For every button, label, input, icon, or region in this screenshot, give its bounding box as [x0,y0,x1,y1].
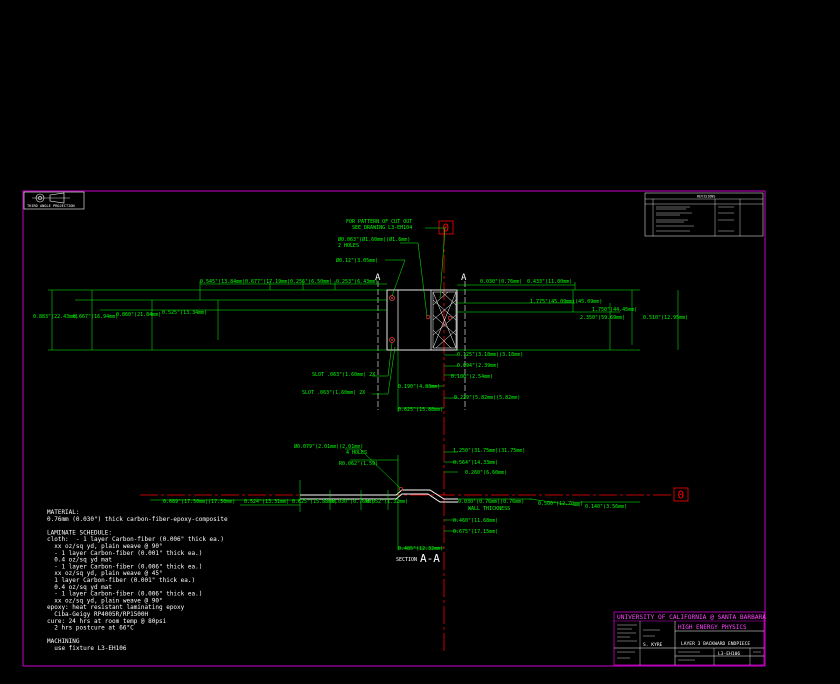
section-holes-note-line2: 4 HOLES [346,450,367,456]
note-line: epoxy: heat resistant laminating epoxy [47,604,185,611]
top-view-dimension-lines [48,227,679,412]
note-line: cure: 24 hrs at room temp @ 80psi [47,618,167,625]
left-dim-v-2: 0.667"(16.94mm) [73,314,118,320]
svg-text:0: 0 [443,222,450,235]
left-dim-h-2: 0.677"(17.19mm) [245,279,290,285]
section-cut-line: A A [375,273,467,410]
section-view-dimension-lines [150,448,640,550]
lower-dim-5: 0.229"(5.82mm)(5.82mm) [454,395,520,401]
section-right-dim-2: 0.564"(14.33mm) [453,460,498,466]
lower-dim-4: 0.190"(4.83mm) [398,384,440,390]
svg-text:0: 0 [678,489,685,502]
note-line: MACHINING [47,638,80,645]
cutout-pattern [432,291,457,349]
hole-marker-lower [389,337,395,343]
note-line: - 1 layer Carbon-fiber (0.006" thick ea.… [47,563,202,570]
section-view-part [300,487,458,503]
group-name: HIGH ENERGY PHYSICS [678,624,747,631]
university-name: UNIVERSITY OF CALIFORNIA @ SANTA BARBARA [617,614,766,621]
top-view-part [386,289,458,351]
section-name: A-A [420,552,440,565]
bottom-dim: 0.485"(12.32mm) [398,546,443,552]
note-line: use fixture L3-EH106 [47,645,127,652]
wall-note-line2: WALL THICKNESS [468,506,510,512]
projection-label: THIRD ANGLE PROJECTION [27,204,75,208]
section-right-dim-3: 0.260"(6.60mm) [465,470,507,476]
note-line: xx oz/sq yd, plain weave @ 45° [47,570,163,577]
far-right-dim-1: 0.500"(12.70mm) [538,501,583,507]
drawing-number: L3-EH106 [718,651,740,657]
right-dim-v-4: 0.510"(12.95mm) [643,315,688,321]
note-line: xx oz/sq yd, plain weave @ 90° [47,597,163,604]
note-line: xx oz/sq yd, plain weave @ 90° [47,543,163,550]
revision-title: REVISIONS [697,195,715,199]
section-left-dim-2: 0.524"(13.31mm) [244,499,289,505]
part-name: LAYER 3 BACKWARD ENDPIECE [681,641,750,647]
note-line: LAMINATE SCHEDULE: [47,529,112,536]
below-dim-2: 0.675"(17.15mm) [453,529,498,535]
note-line: 2 hrs postcure at 66°C [47,625,134,632]
section-letter-right: A [461,273,467,283]
section-left-dim-1: 0.689"(17.50mm)(17.50mm) [163,499,235,505]
right-dim-v-2: 1.750"(44.45mm) [592,307,637,313]
note-line: cloth: - 1 layer Carbon-fiber (0.006" th… [47,536,224,543]
slot-note-1: SLOT .063"(1.60mm) 2X [312,372,375,378]
right-dim-v-1: 1.775"(45.09mm)(45.09mm) [530,299,602,305]
note-line: Ciba-Geigy RP4005R/RP1500H [47,611,149,618]
projection-symbol: THIRD ANGLE PROJECTION [23,191,85,210]
projection-cone-icon [49,192,65,204]
section-left-dim-3: 0.625"(15.88mm) [292,499,337,505]
note-line: - 1 layer Carbon-fiber (0.006" thick ea.… [47,591,202,598]
section-holes-note-line1: Ø0.079"(2.01mm)(2.01mm) [294,443,363,450]
holes-note-line2: 2 HOLES [338,243,359,249]
note-line: 0.76mm (0.030") thick carbon-fiber-epoxy… [47,516,228,523]
top-view-annotations: FOR PATTERN OF CUT OUT SEE DRAWING L3-EH… [33,219,688,413]
section-left-dim-4: 0.030"(0.76mm) [332,499,374,505]
below-dim-1: 0.460"(11.68mm) [453,518,498,524]
lower-dim-2: 0.094"(2.39mm) [457,363,499,369]
left-dim-h-4: 0.253"(6.43mm) [336,279,378,285]
note-line: MATERIAL: [47,509,80,516]
title-block: UNIVERSITY OF CALIFORNIA @ SANTA BARBARA… [613,611,766,666]
section-label: SECTION [396,557,417,563]
lower-dim-6: 0.625"(15.88mm) [398,407,443,413]
revision-table: REVISIONS [644,192,764,237]
left-dim-h-3: 0.256"(6.50mm) [290,279,332,285]
far-right-dim-2: 0.140"(3.56mm) [585,504,627,510]
slot-note-2: SLOT .063"(1.60mm) 2X [302,390,365,396]
note-line: 0.4 oz/sq yd mat [47,584,112,591]
pattern-note-line2: SEE DRAWING L3-EH104 [352,225,412,231]
holes-note-line1: Ø0.063"(Ø1.60mm)(Ø1.6mm) [338,236,410,243]
right-dim-v-3: 2.350"(59.69mm) [580,315,625,321]
note-line: 1 layer Carbon-fiber (0.001" thick ea.) [47,577,195,584]
right-dim-h-1: 0.030"(0.76mm) [480,279,522,285]
small-hole-note: Ø0.12"(3.05mm) [336,257,378,264]
left-dim-h-1: 0.545"(13.84mm) [200,279,245,285]
wall-note-line1: 0.030"(0.76mm)(0.76mm) [458,499,524,505]
radius-note: R0.062"(1.59) [339,461,378,467]
section-right-dim-1: 1.250"(31.75mm)(31.75mm) [453,448,525,454]
left-dim-v-1: 0.883"(22.43mm) [33,314,78,320]
pattern-note-line1: FOR PATTERN OF CUT OUT [346,219,412,225]
right-dim-h-2: 0.433"(11.00mm) [527,279,572,285]
lower-dim-3: 0.100"(2.54mm) [451,374,493,380]
material-notes: MATERIAL:0.76mm (0.030") thick carbon-fi… [47,509,228,652]
lower-dim-1: 0.125"(3.18mm)(3.18mm) [457,352,523,358]
drawn-by: S. KYRE [643,642,663,648]
section-left-dim-5: 0.052"(1.32mm) [366,499,408,505]
left-dim-v-3: 0.860"(21.84mm) [116,312,161,318]
note-line: - 1 layer Carbon-fiber (0.001" thick ea.… [47,550,202,557]
sheet-border [22,190,766,667]
left-dim-v-4: 0.525"(13.34mm) [162,310,207,316]
datum-box-top: 0 [438,220,454,235]
datum-box-right: 0 [673,487,689,502]
section-view-annotations: Ø0.079"(2.01mm)(2.01mm) 4 HOLES R0.062"(… [163,443,627,565]
section-letter-left: A [375,273,381,283]
note-line: 0.4 oz/sq yd mat [47,557,112,564]
